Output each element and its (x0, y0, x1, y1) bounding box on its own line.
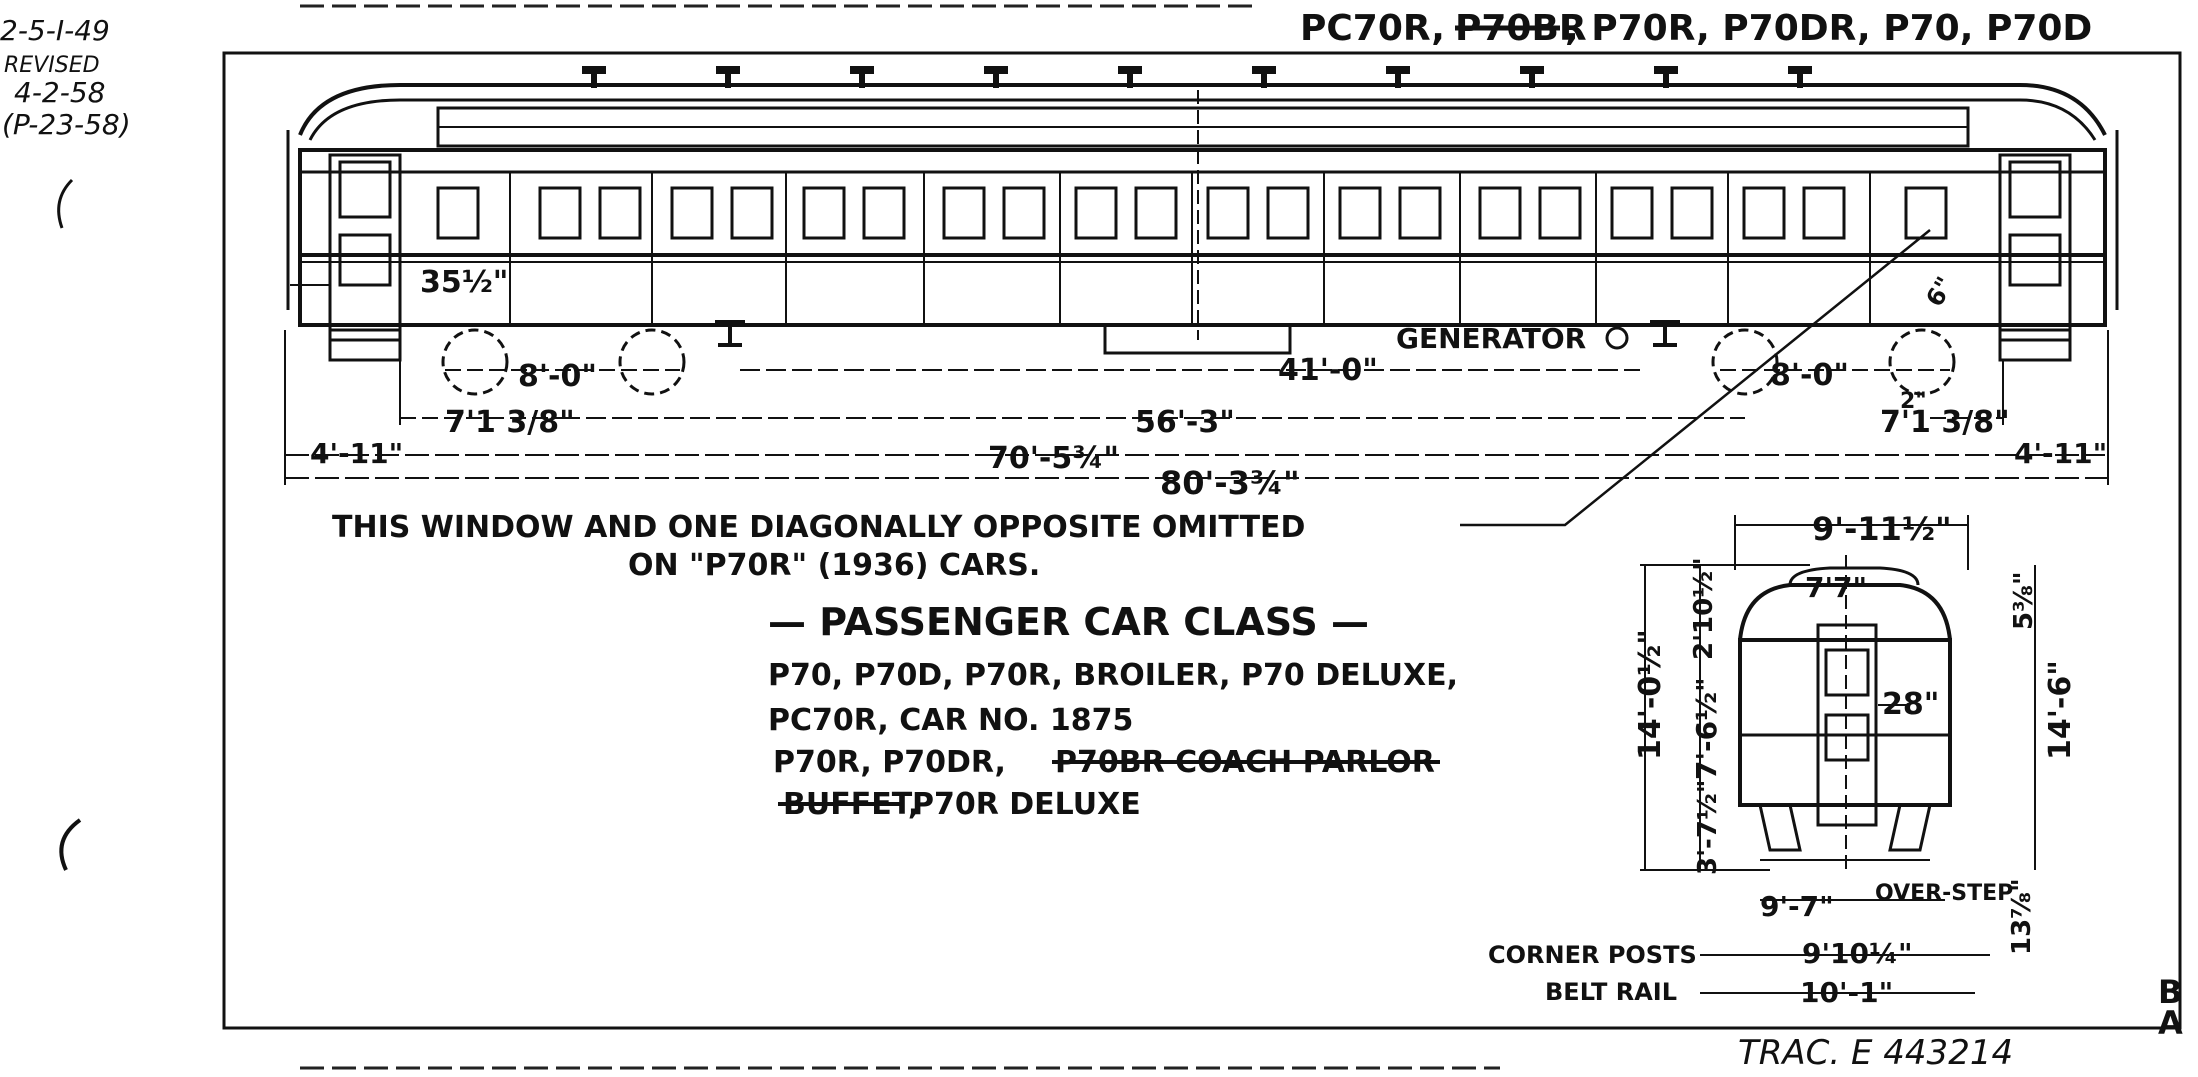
left-brake-cylinder (715, 320, 745, 347)
dim-truck-left: 8'-0" (518, 359, 597, 394)
class-line-1: P70, P70D, P70R, BROILER, P70 DELUXE, (768, 658, 1458, 693)
margin-revised-date-2: (P-23-58) (2, 108, 131, 141)
window-note-leader (1460, 229, 1931, 527)
dim-3-7: 3'-7½" (1693, 780, 1723, 875)
dim-70: 70'-5¾" (988, 441, 1119, 476)
belt-rail-label: BELT RAIL (1545, 978, 1677, 1006)
window-note-line2: ON "P70R" (1936) CARS. (628, 548, 1040, 583)
class-block: — PASSENGER CAR CLASS — P70, P70D, P70R,… (768, 600, 1458, 822)
dim-14-6: 14'-6" (2043, 660, 2078, 760)
dim-7-6: 7'-6½" (1690, 677, 1723, 780)
roof-ventilators (582, 66, 1812, 88)
dim-7-right: 7'1 3/8" (1880, 405, 2010, 440)
dim-4-left: 4'-11" (310, 437, 403, 470)
punch-hole-mark-bottom (59, 818, 82, 871)
window-note-line1: THIS WINDOW AND ONE DIAGONALLY OPPOSITE … (332, 510, 1305, 545)
dim-truck-right: 8'-0" (1770, 358, 1849, 393)
margin-date-code: 2-5-I-49 (0, 14, 110, 47)
dim-13: 13⅞" (2007, 878, 2037, 955)
dim-4-right: 4'-11" (2014, 437, 2107, 470)
left-door-panel (338, 233, 392, 287)
dim-2: 2" (1900, 389, 1927, 414)
pier-posts (509, 172, 1871, 325)
dim-14-0: 14'-0½" (1633, 629, 1668, 760)
margin-revised-label: REVISED (4, 53, 100, 78)
right-truck (1711, 328, 1956, 396)
header-classes-prefix: PC70R, (1300, 8, 1445, 49)
class-line-3-prefix: P70R, P70DR, (773, 745, 1006, 780)
battery-box (1103, 323, 1292, 355)
end-dimension-lines (1640, 515, 2036, 994)
class-block-title: — PASSENGER CAR CLASS — (768, 600, 1369, 644)
dim-10-1: 10'-1" (1800, 976, 1893, 1009)
dim-9-7: 9'-7" (1760, 890, 1834, 923)
dim-7-7: 7'7" (1805, 571, 1867, 604)
over-step-label: OVER-STEP (1875, 881, 2013, 906)
generator-symbol (1605, 326, 1629, 350)
side-windows (436, 186, 1948, 240)
side-elevation (286, 66, 2119, 396)
roof-outline (298, 83, 2107, 136)
right-steps (1998, 325, 2072, 362)
dim-28: 28" (1882, 687, 1939, 722)
corner-posts-label: CORNER POSTS (1488, 941, 1697, 969)
sheet-letter-b: B (2158, 973, 2182, 1011)
generator-label: GENERATOR (1396, 322, 1586, 355)
roof-inner-line (308, 98, 2097, 141)
class-line-4-suffix: P70R DELUXE (912, 787, 1141, 822)
dim-end-window: 35½" (420, 265, 508, 300)
dim-2-10: 2'10½" (1689, 557, 1719, 660)
end-left-step (1758, 804, 1802, 852)
left-steps (328, 325, 402, 362)
right-brake-cylinder (1650, 320, 1680, 347)
end-clerestory (1788, 566, 1920, 586)
dim-5: 5⅜" (2009, 571, 2039, 630)
dim-6: 6" (1920, 272, 1959, 311)
dim-56: 56'-3" (1135, 405, 1235, 440)
side-dimension-lines (284, 284, 2109, 485)
left-vestibule (328, 153, 402, 332)
tracing-number: TRAC. E 443214 (1738, 1033, 2013, 1073)
end-elevation (1738, 555, 1952, 875)
right-door-panel (2008, 233, 2062, 287)
punch-hole-mark-top (57, 178, 74, 229)
dim-41: 41'-0" (1278, 353, 1378, 388)
right-vestibule (1998, 153, 2072, 332)
class-line-2: PC70R, CAR NO. 1875 (768, 703, 1133, 738)
drawing-border (222, 51, 2182, 1030)
left-door-window (338, 160, 392, 219)
header-classes-suffix: , P70R, P70DR, P70, P70D (1565, 8, 2092, 49)
dim-9-10: 9'10¼" (1802, 937, 1913, 970)
sheet-letter-a: A (2158, 1004, 2183, 1042)
dim-80: 80'-3¾" (1160, 464, 1300, 502)
right-door-window (2008, 160, 2062, 219)
dim-width-top: 9'-11½" (1812, 510, 1952, 548)
left-truck (441, 328, 686, 396)
dim-7-left: 7'1 3/8" (445, 405, 575, 440)
end-right-step (1888, 804, 1932, 852)
margin-revised-date-1: 4-2-58 (14, 76, 105, 109)
